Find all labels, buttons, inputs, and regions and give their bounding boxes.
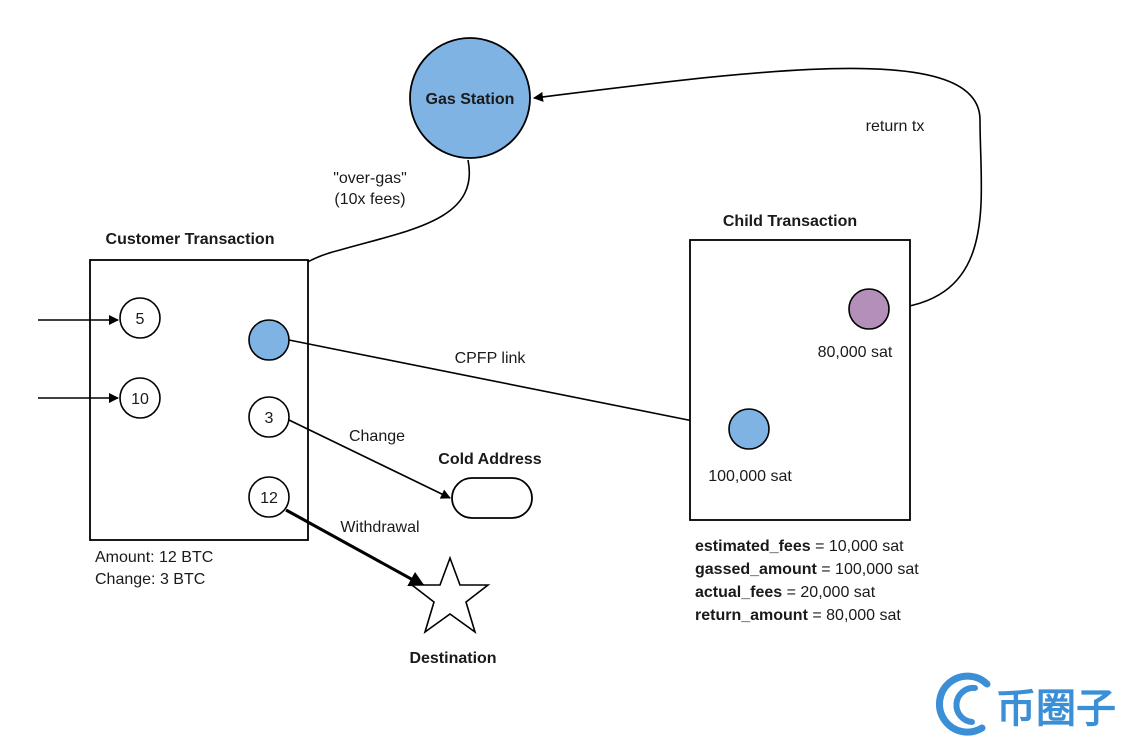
fee-value: = 100,000 sat (817, 561, 919, 578)
fee-key: gassed_amount (695, 561, 817, 578)
fee-line-actual: actual_fees = 20,000 sat (695, 584, 876, 601)
input-node-5 (119, 297, 161, 339)
child-transaction-title: Child Transaction (723, 213, 857, 230)
fee-value: = 10,000 sat (811, 538, 905, 555)
fee-key: return_amount (695, 607, 809, 624)
destination-label: Destination (409, 650, 496, 667)
cpfp-link-arrow (288, 339, 729, 432)
over-gas-label-line2: (10x fees) (334, 191, 405, 208)
child-input-label: 100,000 sat (708, 468, 792, 485)
logo-watermark: 币圈子 (935, 672, 1116, 736)
withdrawal-link-label: Withdrawal (340, 519, 419, 536)
gas-output-node (248, 319, 290, 361)
change-amount-label: Change: 3 BTC (95, 571, 205, 588)
logo-text: 币圈子 (996, 686, 1116, 732)
fee-legend: estimated_fees = 10,000 sat gassed_amoun… (695, 538, 919, 624)
fee-key: actual_fees (695, 584, 782, 601)
amount-label: Amount: 12 BTC (95, 549, 213, 566)
input-value-10: 10 (131, 391, 149, 408)
over-gas-label-line1: "over-gas" (333, 170, 407, 187)
cold-address-title: Cold Address (438, 451, 542, 468)
output-value-12: 12 (260, 490, 278, 507)
fee-line-gassed: gassed_amount = 100,000 sat (695, 561, 919, 578)
child-output-node (848, 288, 890, 330)
child-transaction-box (689, 239, 911, 521)
destination-star (409, 555, 491, 635)
c-swirl-icon (935, 672, 991, 736)
input-value-5: 5 (136, 311, 145, 328)
gas-station-node (409, 37, 531, 159)
cpfp-link-label: CPFP link (455, 350, 527, 367)
fee-line-estimated: estimated_fees = 10,000 sat (695, 538, 904, 555)
change-link-label: Change (349, 428, 405, 445)
customer-transaction-title: Customer Transaction (106, 231, 275, 248)
cold-address-node (451, 477, 533, 519)
input-node-10 (119, 377, 161, 419)
return-tx-label: return tx (866, 118, 925, 135)
output-node-12 (248, 476, 290, 518)
fee-value: = 80,000 sat (808, 607, 902, 624)
child-input-node (728, 408, 770, 450)
withdrawal-arrow (285, 508, 426, 588)
gas-station-label: Gas Station (426, 91, 515, 108)
output-node-3 (248, 396, 290, 438)
child-output-label: 80,000 sat (818, 344, 893, 361)
fee-key: estimated_fees (695, 538, 811, 555)
return-tx-arrow (533, 67, 983, 310)
fee-value: = 20,000 sat (782, 584, 876, 601)
output-value-3: 3 (265, 410, 274, 427)
fee-line-return: return_amount = 80,000 sat (695, 607, 901, 624)
change-arrow (288, 419, 451, 499)
